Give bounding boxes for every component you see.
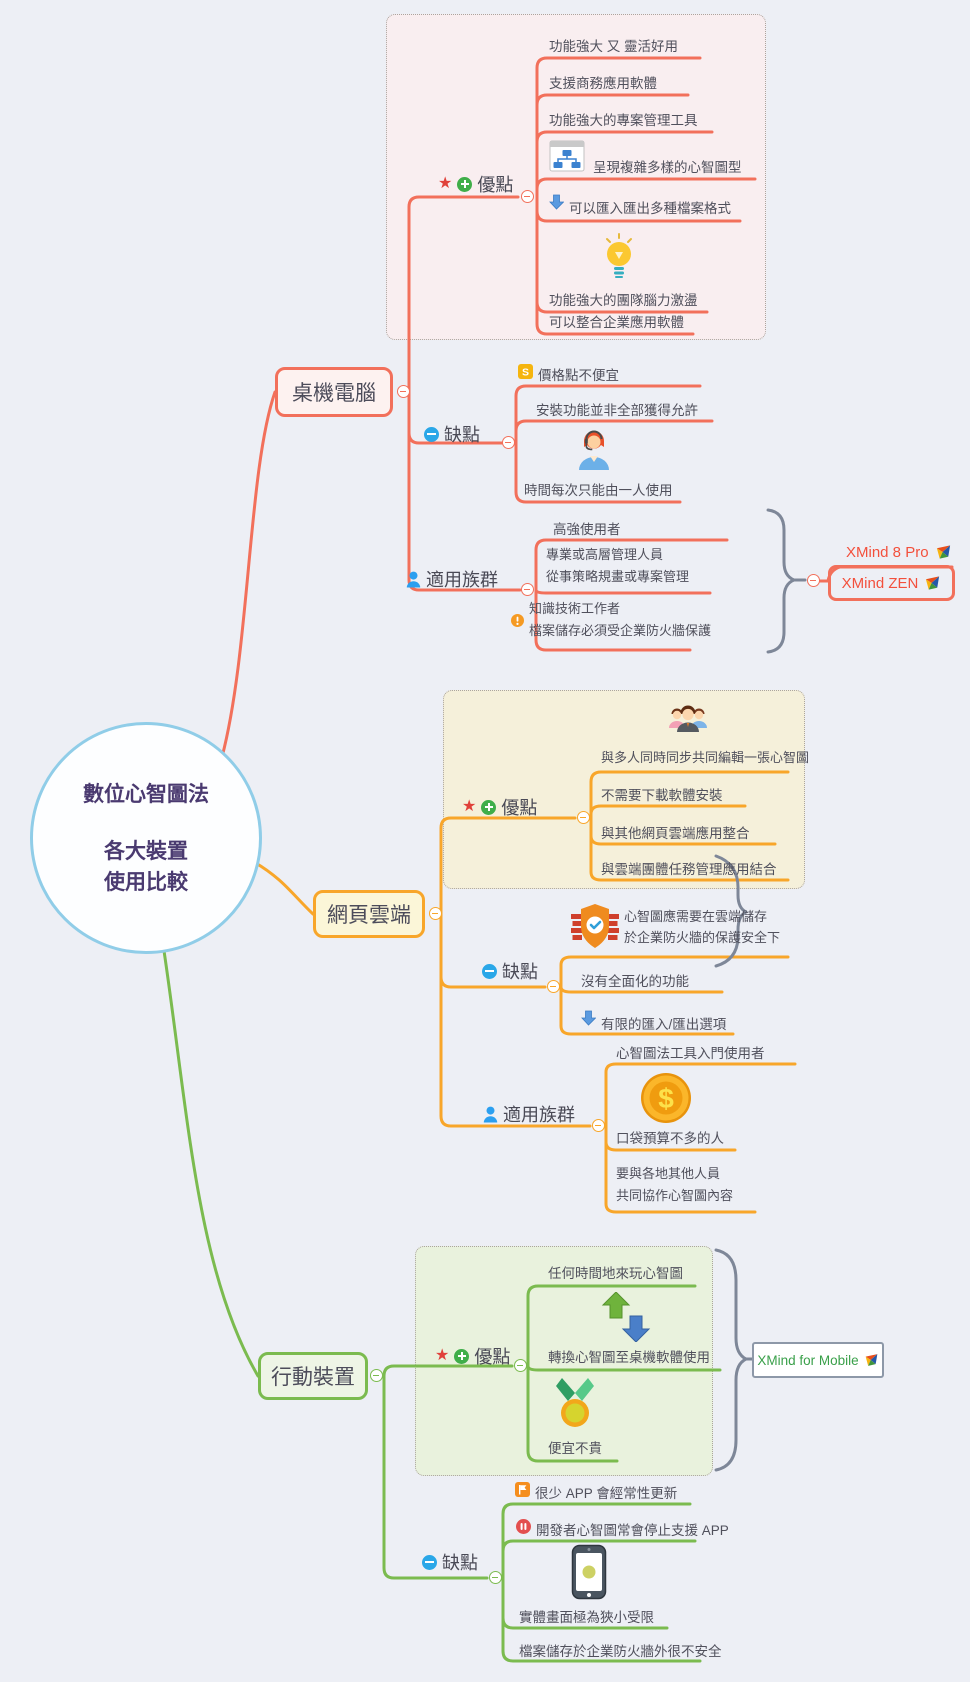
topic-desktop-pro-5[interactable]: 可以匯入匯出多種檔案格式	[569, 201, 731, 216]
red-star-icon: ★	[438, 175, 453, 192]
gold-coin-icon: $	[641, 1073, 691, 1123]
xmind-logo-icon	[865, 1354, 877, 1366]
collapse-button-web[interactable]	[429, 907, 442, 920]
topic-desktop-pro-2[interactable]: 支援商務應用軟體	[549, 76, 657, 91]
collapse-button-mobile-pros[interactable]	[514, 1359, 527, 1372]
topic-web-user-1[interactable]: 心智圖法工具入門使用者	[616, 1046, 765, 1061]
red-star-icon: ★	[435, 1347, 450, 1364]
topic-mobile-pro-1[interactable]: 任何時間地來玩心智圖	[548, 1266, 683, 1281]
mobile-pros-label[interactable]: ★ 優點	[435, 1347, 511, 1367]
topic-web-pro-2[interactable]: 不需要下載軟體安裝	[601, 788, 723, 803]
app-xmind-8-pro[interactable]: XMind 8 Pro	[846, 543, 952, 561]
collapse-button-desktop-users[interactable]	[521, 583, 534, 596]
web-users-label[interactable]: 適用族群	[483, 1101, 575, 1127]
topic-desktop-pro-4[interactable]: 呈現複雜多樣的心智圖型	[593, 160, 742, 175]
topic-web-con-3[interactable]: 有限的匯入/匯出選項	[601, 1017, 727, 1032]
web-cons-label[interactable]: 缺點	[482, 958, 538, 984]
desktop-pros-group-box	[386, 14, 766, 340]
collapse-button-desktop[interactable]	[397, 385, 410, 398]
app-xmind-for-mobile[interactable]: XMind for Mobile	[752, 1342, 884, 1378]
import-export-arrow-icon	[581, 1010, 596, 1026]
web-pros-label[interactable]: ★ 優點	[462, 798, 538, 818]
topic-desktop-con-1[interactable]: 價格點不便宜	[538, 368, 619, 383]
green-plus-icon	[481, 799, 497, 815]
firewall-shield-icon	[571, 904, 619, 948]
topic-web-pro-1[interactable]: 與多人同時同步共同編輯一張心智圖	[601, 750, 810, 765]
pause-icon	[516, 1519, 531, 1534]
org-chart-icon	[549, 140, 585, 172]
collapse-button-desktop-cons[interactable]	[502, 436, 515, 449]
import-export-arrow-icon	[549, 194, 564, 210]
topic-web-con-2[interactable]: 沒有全面化的功能	[581, 974, 689, 989]
topic-web-user-2[interactable]: 口袋預算不多的人	[616, 1131, 724, 1146]
svg-text:$: $	[658, 1083, 674, 1114]
support-person-icon	[579, 430, 609, 470]
topic-desktop-user-2[interactable]: 專業或高層管理人員從事策略規畫或專案管理	[546, 547, 690, 584]
collapse-button-web-pros[interactable]	[577, 811, 590, 824]
topic-mobile-pro-2[interactable]: 轉換心智圖至桌機軟體使用	[548, 1350, 710, 1365]
green-plus-icon	[457, 176, 473, 192]
flag-icon	[515, 1482, 530, 1497]
collapse-button-web-users[interactable]	[592, 1119, 605, 1132]
lightbulb-icon	[606, 233, 632, 278]
topic-desktop-user-1[interactable]: 高強使用者	[553, 522, 621, 537]
warning-icon	[511, 613, 524, 627]
topic-mobile-con-4[interactable]: 檔案儲存於企業防火牆外很不安全	[519, 1644, 722, 1659]
app-xmind-zen[interactable]: XMind ZEN	[828, 565, 955, 601]
blue-minus-icon	[424, 426, 439, 442]
desktop-cons-label[interactable]: 缺點	[424, 421, 480, 447]
center-title-line3: 使用比較	[104, 870, 188, 894]
collapse-button-mobile-cons[interactable]	[489, 1571, 502, 1584]
blue-minus-icon	[422, 1554, 437, 1570]
topic-desktop-pro-7[interactable]: 可以整合企業應用軟體	[549, 315, 684, 330]
red-star-icon: ★	[462, 798, 477, 815]
svg-text:S: S	[522, 367, 529, 379]
desktop-pros-label[interactable]: ★ 優點	[438, 175, 514, 195]
desktop-users-label[interactable]: 適用族群	[406, 566, 498, 592]
mobile-cons-label[interactable]: 缺點	[422, 1549, 478, 1575]
branch-web[interactable]: 網頁雲端	[313, 890, 425, 938]
smartphone-icon	[571, 1544, 607, 1600]
medal-icon	[556, 1378, 594, 1427]
topic-mobile-con-2[interactable]: 開發者心智圖常會停止支援 APP	[536, 1523, 729, 1538]
topic-desktop-con-2[interactable]: 安裝功能並非全部獲得允許	[536, 403, 698, 418]
topic-mobile-con-1[interactable]: 很少 APP 會經常性更新	[535, 1486, 678, 1501]
topic-mobile-pro-3[interactable]: 便宜不貴	[548, 1441, 602, 1456]
collapse-button-desktop-apps[interactable]	[807, 574, 820, 587]
people-group-icon	[669, 705, 707, 732]
topic-web-pro-3[interactable]: 與其他網頁雲端應用整合	[601, 826, 750, 841]
price-tag-icon: S	[518, 364, 533, 379]
blue-person-icon	[483, 1106, 498, 1122]
xmind-logo-icon	[926, 576, 940, 590]
sync-arrows-icon	[601, 1292, 651, 1342]
topic-desktop-pro-3[interactable]: 功能強大的專案管理工具	[549, 113, 698, 128]
topic-desktop-user-3[interactable]: 知識技術工作者檔案儲存必須受企業防火牆保護	[511, 598, 711, 642]
xmind-logo-icon	[936, 545, 950, 559]
central-topic[interactable]: 數位心智圖法 各大裝置 使用比較	[30, 722, 262, 954]
topic-web-user-3[interactable]: 要與各地其他人員共同協作心智圖內容	[616, 1166, 734, 1203]
topic-web-con-1[interactable]: 心智圖應需要在雲端儲存於企業防火牆的保護安全下	[571, 902, 780, 952]
topic-desktop-pro-6[interactable]: 功能強大的團隊腦力激盪	[549, 293, 698, 308]
web-pros-group-box	[443, 690, 805, 889]
green-plus-icon	[454, 1348, 470, 1364]
collapse-button-desktop-pros[interactable]	[521, 190, 534, 203]
collapse-button-web-cons[interactable]	[547, 980, 560, 993]
center-title-line2: 各大裝置	[104, 839, 188, 863]
topic-desktop-pro-1[interactable]: 功能強大 又 靈活好用	[549, 39, 679, 54]
topic-mobile-con-3[interactable]: 實體畫面極為狹小受限	[519, 1610, 654, 1625]
blue-person-icon	[406, 571, 421, 587]
blue-minus-icon	[482, 963, 497, 979]
topic-desktop-con-3[interactable]: 時間每次只能由一人使用	[524, 483, 673, 498]
branch-mobile[interactable]: 行動裝置	[258, 1352, 368, 1400]
topic-web-pro-4[interactable]: 與雲端團體任務管理應用結合	[601, 862, 777, 877]
collapse-button-mobile[interactable]	[370, 1369, 383, 1382]
center-title-line1: 數位心智圖法	[83, 782, 209, 806]
branch-desktop[interactable]: 桌機電腦	[275, 367, 393, 417]
